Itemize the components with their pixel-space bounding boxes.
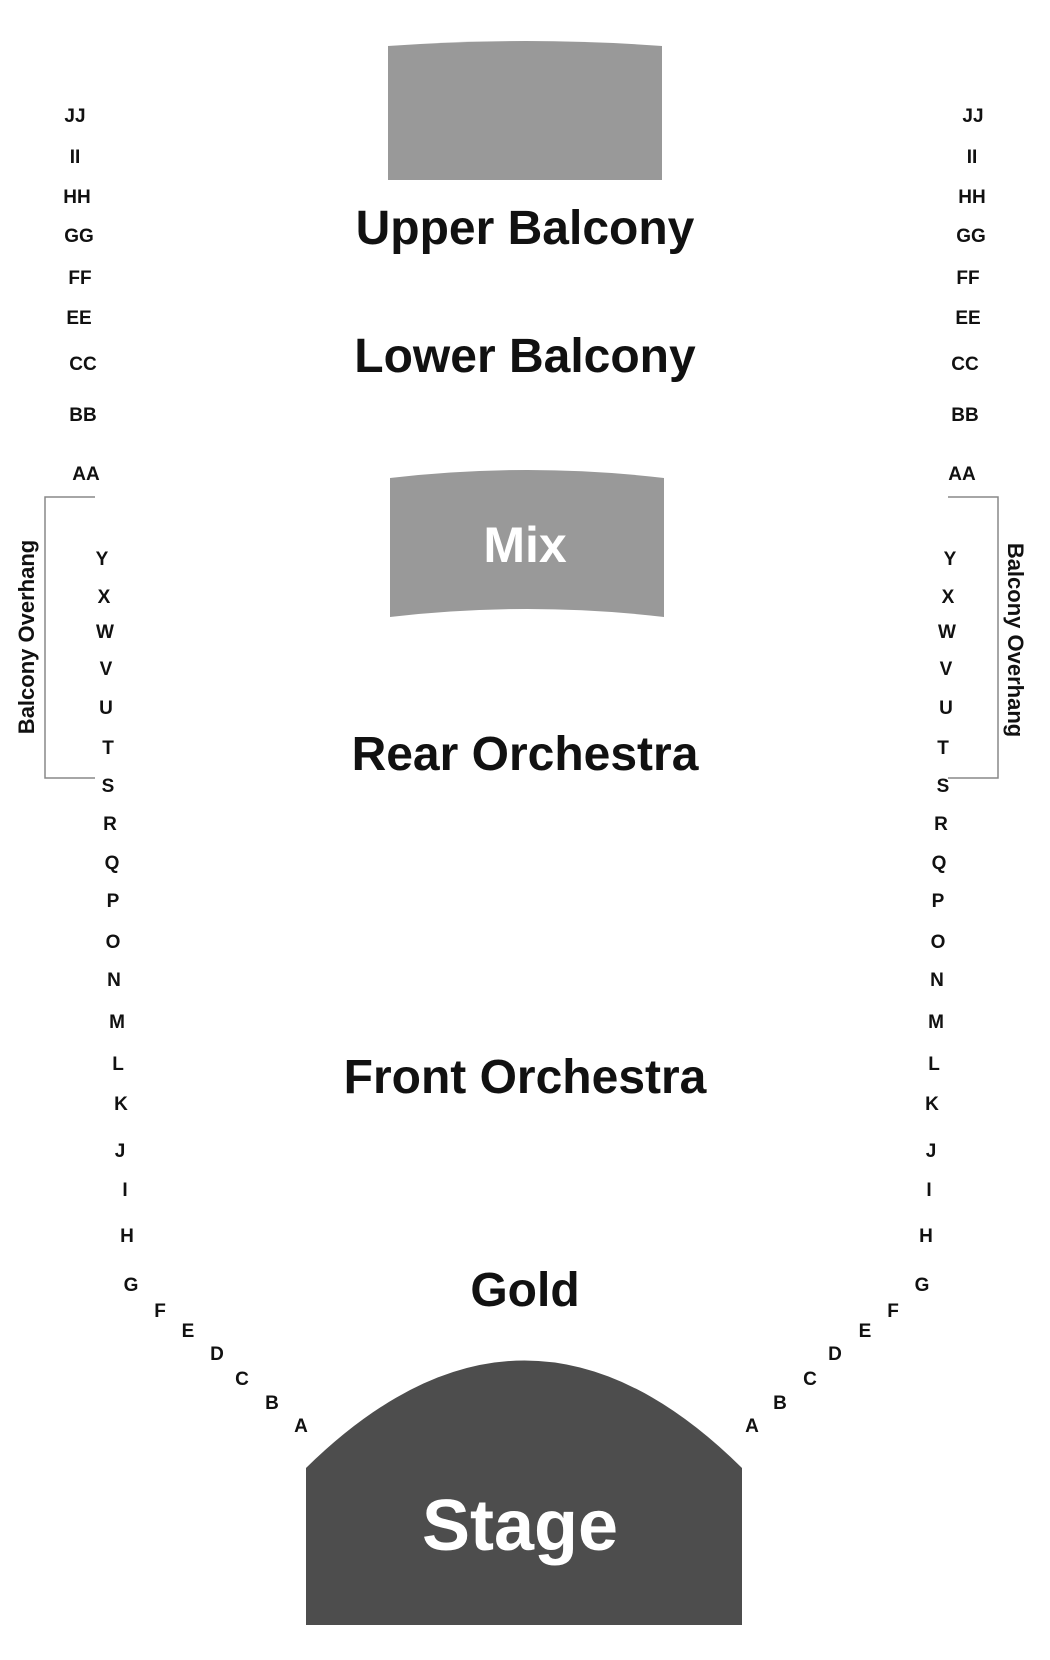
left-row-label-hh: HH [63, 187, 90, 208]
right-row-label-t: T [937, 738, 949, 759]
right-row-label-k: K [925, 1094, 939, 1115]
right-row-label-ii: II [967, 147, 978, 168]
right-row-label-l: L [928, 1054, 940, 1075]
right-row-label-hh: HH [958, 187, 985, 208]
gold-label: Gold [470, 1264, 579, 1317]
right-row-label-f: F [887, 1301, 899, 1322]
left-row-label-p: P [107, 891, 120, 912]
right-row-label-b: B [773, 1393, 787, 1414]
rear-orchestra-label: Rear Orchestra [352, 728, 699, 781]
right-row-label-x: X [942, 587, 955, 608]
left-row-label-h: H [120, 1226, 134, 1247]
left-row-label-r: R [103, 814, 117, 835]
left-row-label-aa: AA [72, 464, 100, 485]
left-row-label-c: C [235, 1369, 249, 1390]
left-row-label-a: A [294, 1416, 308, 1437]
stage-block [306, 1360, 742, 1625]
left-row-label-u: U [99, 698, 113, 719]
right-row-label-e: E [859, 1321, 872, 1342]
right-row-label-j: J [926, 1141, 937, 1162]
right-row-label-y: Y [944, 549, 957, 570]
right-row-label-v: V [940, 659, 953, 680]
left-row-label-b: B [265, 1393, 279, 1414]
left-row-label-t: T [102, 738, 114, 759]
front-orchestra-label: Front Orchestra [344, 1051, 707, 1104]
right-row-label-i: I [926, 1180, 931, 1201]
right-row-label-jj: JJ [962, 106, 983, 127]
left-row-label-q: Q [105, 853, 120, 874]
right-row-label-aa: AA [948, 464, 976, 485]
left-row-label-ee: EE [66, 308, 91, 329]
stage-label: Stage [422, 1486, 618, 1566]
left-row-label-l: L [112, 1054, 124, 1075]
left-row-label-s: S [102, 776, 115, 797]
left-row-label-n: N [107, 970, 121, 991]
mix-label: Mix [483, 517, 567, 573]
right-row-label-q: Q [932, 853, 947, 874]
right-row-label-c: C [803, 1369, 817, 1390]
left-row-label-e: E [182, 1321, 195, 1342]
right-row-label-s: S [937, 776, 950, 797]
right-row-label-ee: EE [955, 308, 980, 329]
right-row-label-h: H [919, 1226, 933, 1247]
right-row-label-u: U [939, 698, 953, 719]
left-row-label-g: G [124, 1275, 139, 1296]
left-row-label-jj: JJ [64, 106, 85, 127]
right-row-label-d: D [828, 1344, 842, 1365]
right-row-label-r: R [934, 814, 948, 835]
left-row-label-i: I [122, 1180, 127, 1201]
right-row-label-a: A [745, 1416, 759, 1437]
left-overhang-bracket [44, 496, 95, 779]
left-row-label-bb: BB [69, 405, 96, 426]
right-row-label-w: W [938, 622, 956, 643]
right-row-label-n: N [930, 970, 944, 991]
right-row-label-m: M [928, 1012, 944, 1033]
left-row-label-gg: GG [64, 226, 94, 247]
left-row-label-d: D [210, 1344, 224, 1365]
left-row-label-j: J [115, 1141, 126, 1162]
left-row-label-w: W [96, 622, 114, 643]
left-row-label-v: V [100, 659, 113, 680]
right-row-label-cc: CC [951, 354, 979, 375]
left-row-label-cc: CC [69, 354, 97, 375]
mix-block [390, 470, 664, 617]
lower-balcony-label: Lower Balcony [354, 330, 696, 383]
left-row-label-o: O [106, 932, 121, 953]
left-row-label-x: X [98, 587, 111, 608]
right-row-label-p: P [932, 891, 945, 912]
left-row-label-m: M [109, 1012, 125, 1033]
left-row-label-ff: FF [68, 268, 91, 289]
right-row-label-o: O [931, 932, 946, 953]
right-overhang-label: Balcony Overhang [1003, 543, 1028, 737]
left-overhang-label: Balcony Overhang [14, 540, 39, 734]
right-row-label-ff: FF [956, 268, 979, 289]
right-overhang-bracket [948, 496, 999, 779]
left-row-label-ii: II [70, 147, 81, 168]
right-row-label-gg: GG [956, 226, 986, 247]
upper-balcony-block [388, 41, 662, 180]
left-row-label-f: F [154, 1301, 166, 1322]
left-row-label-k: K [114, 1094, 128, 1115]
left-row-label-y: Y [96, 549, 109, 570]
right-row-label-bb: BB [951, 405, 978, 426]
upper-balcony-label: Upper Balcony [356, 202, 695, 255]
right-row-label-g: G [915, 1275, 930, 1296]
